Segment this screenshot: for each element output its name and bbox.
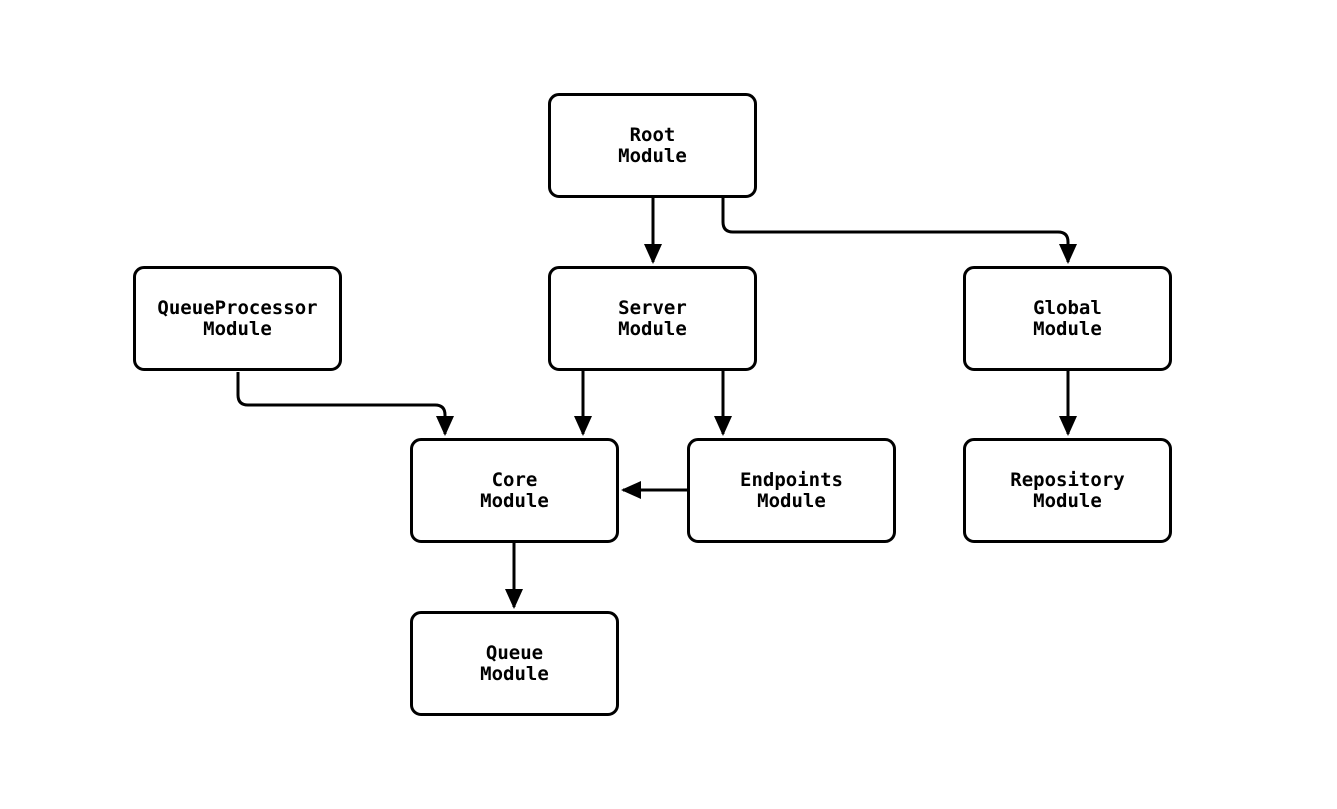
node-label-line: Module xyxy=(480,662,549,685)
node-label-line: Repository xyxy=(1010,468,1125,491)
edge-root-to-global xyxy=(721,198,1077,264)
node-global-module: Global Module xyxy=(963,266,1172,371)
node-core-module: Core Module xyxy=(410,438,619,543)
node-label-line: Module xyxy=(480,489,549,512)
node-label-line: Module xyxy=(1033,489,1102,512)
node-queue-module: Queue Module xyxy=(410,611,619,716)
node-label-line: Module xyxy=(203,317,272,340)
node-label-line: Module xyxy=(618,144,687,167)
node-label-line: QueueProcessor xyxy=(157,296,318,319)
node-label-line: Queue xyxy=(485,641,544,664)
node-queueprocessor-module: QueueProcessor Module xyxy=(133,266,342,371)
node-label-line: Global xyxy=(1033,296,1102,319)
node-label-line: Endpoints xyxy=(740,468,843,491)
node-label-line: Server xyxy=(618,296,687,319)
node-label-line: Root xyxy=(629,123,676,146)
node-label-line: Module xyxy=(618,317,687,340)
node-root-module: Root Module xyxy=(548,93,757,198)
edge-queueprocessor-to-core xyxy=(236,372,454,436)
node-label-line: Module xyxy=(1033,317,1102,340)
node-server-module: Server Module xyxy=(548,266,757,371)
node-label-line: Module xyxy=(757,489,826,512)
node-label-line: Core xyxy=(491,468,538,491)
node-endpoints-module: Endpoints Module xyxy=(687,438,896,543)
node-repository-module: Repository Module xyxy=(963,438,1172,543)
